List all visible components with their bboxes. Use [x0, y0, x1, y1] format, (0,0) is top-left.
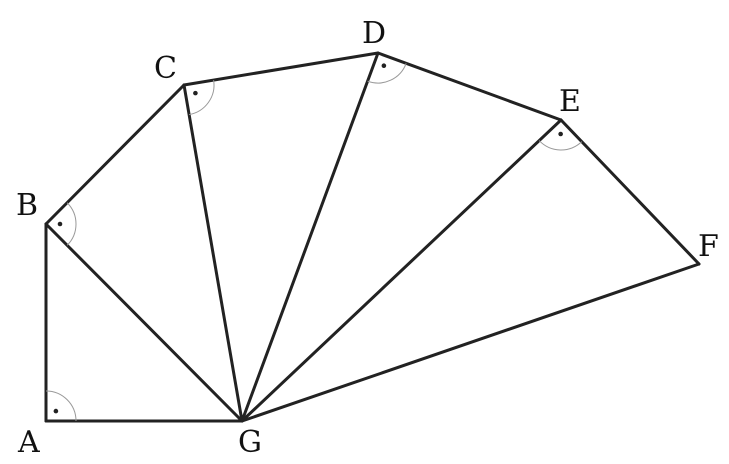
segment-DG: [240, 51, 380, 423]
right-angle-dot-D: [381, 63, 387, 69]
segment-CD: [182, 51, 380, 87]
segment-CG: [182, 83, 244, 423]
right-angle-arc-A: [45, 390, 77, 422]
right-angle-arc-B: [66, 202, 77, 246]
point-label-C: C: [154, 51, 177, 86]
point-label-G: G: [238, 425, 262, 460]
right-angle-arc-E: [538, 140, 583, 151]
segment-DE: [376, 51, 563, 122]
point-label-A: A: [17, 425, 40, 460]
segment-BC: [44, 83, 186, 226]
right-angle-marks: [45, 63, 583, 422]
right-angle-dot-A: [53, 408, 59, 414]
point-label-D: D: [362, 16, 386, 51]
point-label-F: F: [698, 229, 719, 264]
point-labels: A B C D E F G: [16, 16, 719, 460]
segments: [44, 51, 701, 423]
point-label-E: E: [559, 84, 581, 119]
right-angle-arc-C: [189, 80, 215, 116]
segment-EG: [240, 118, 563, 423]
segment-EF: [559, 118, 701, 266]
right-angle-dot-E: [558, 131, 563, 137]
right-angle-arc-D: [367, 63, 407, 84]
right-angle-dot-C: [193, 90, 198, 96]
right-angle-dot-B: [57, 221, 63, 227]
point-label-B: B: [16, 188, 38, 223]
segment-BG: [44, 222, 244, 423]
segment-FG: [240, 262, 701, 423]
